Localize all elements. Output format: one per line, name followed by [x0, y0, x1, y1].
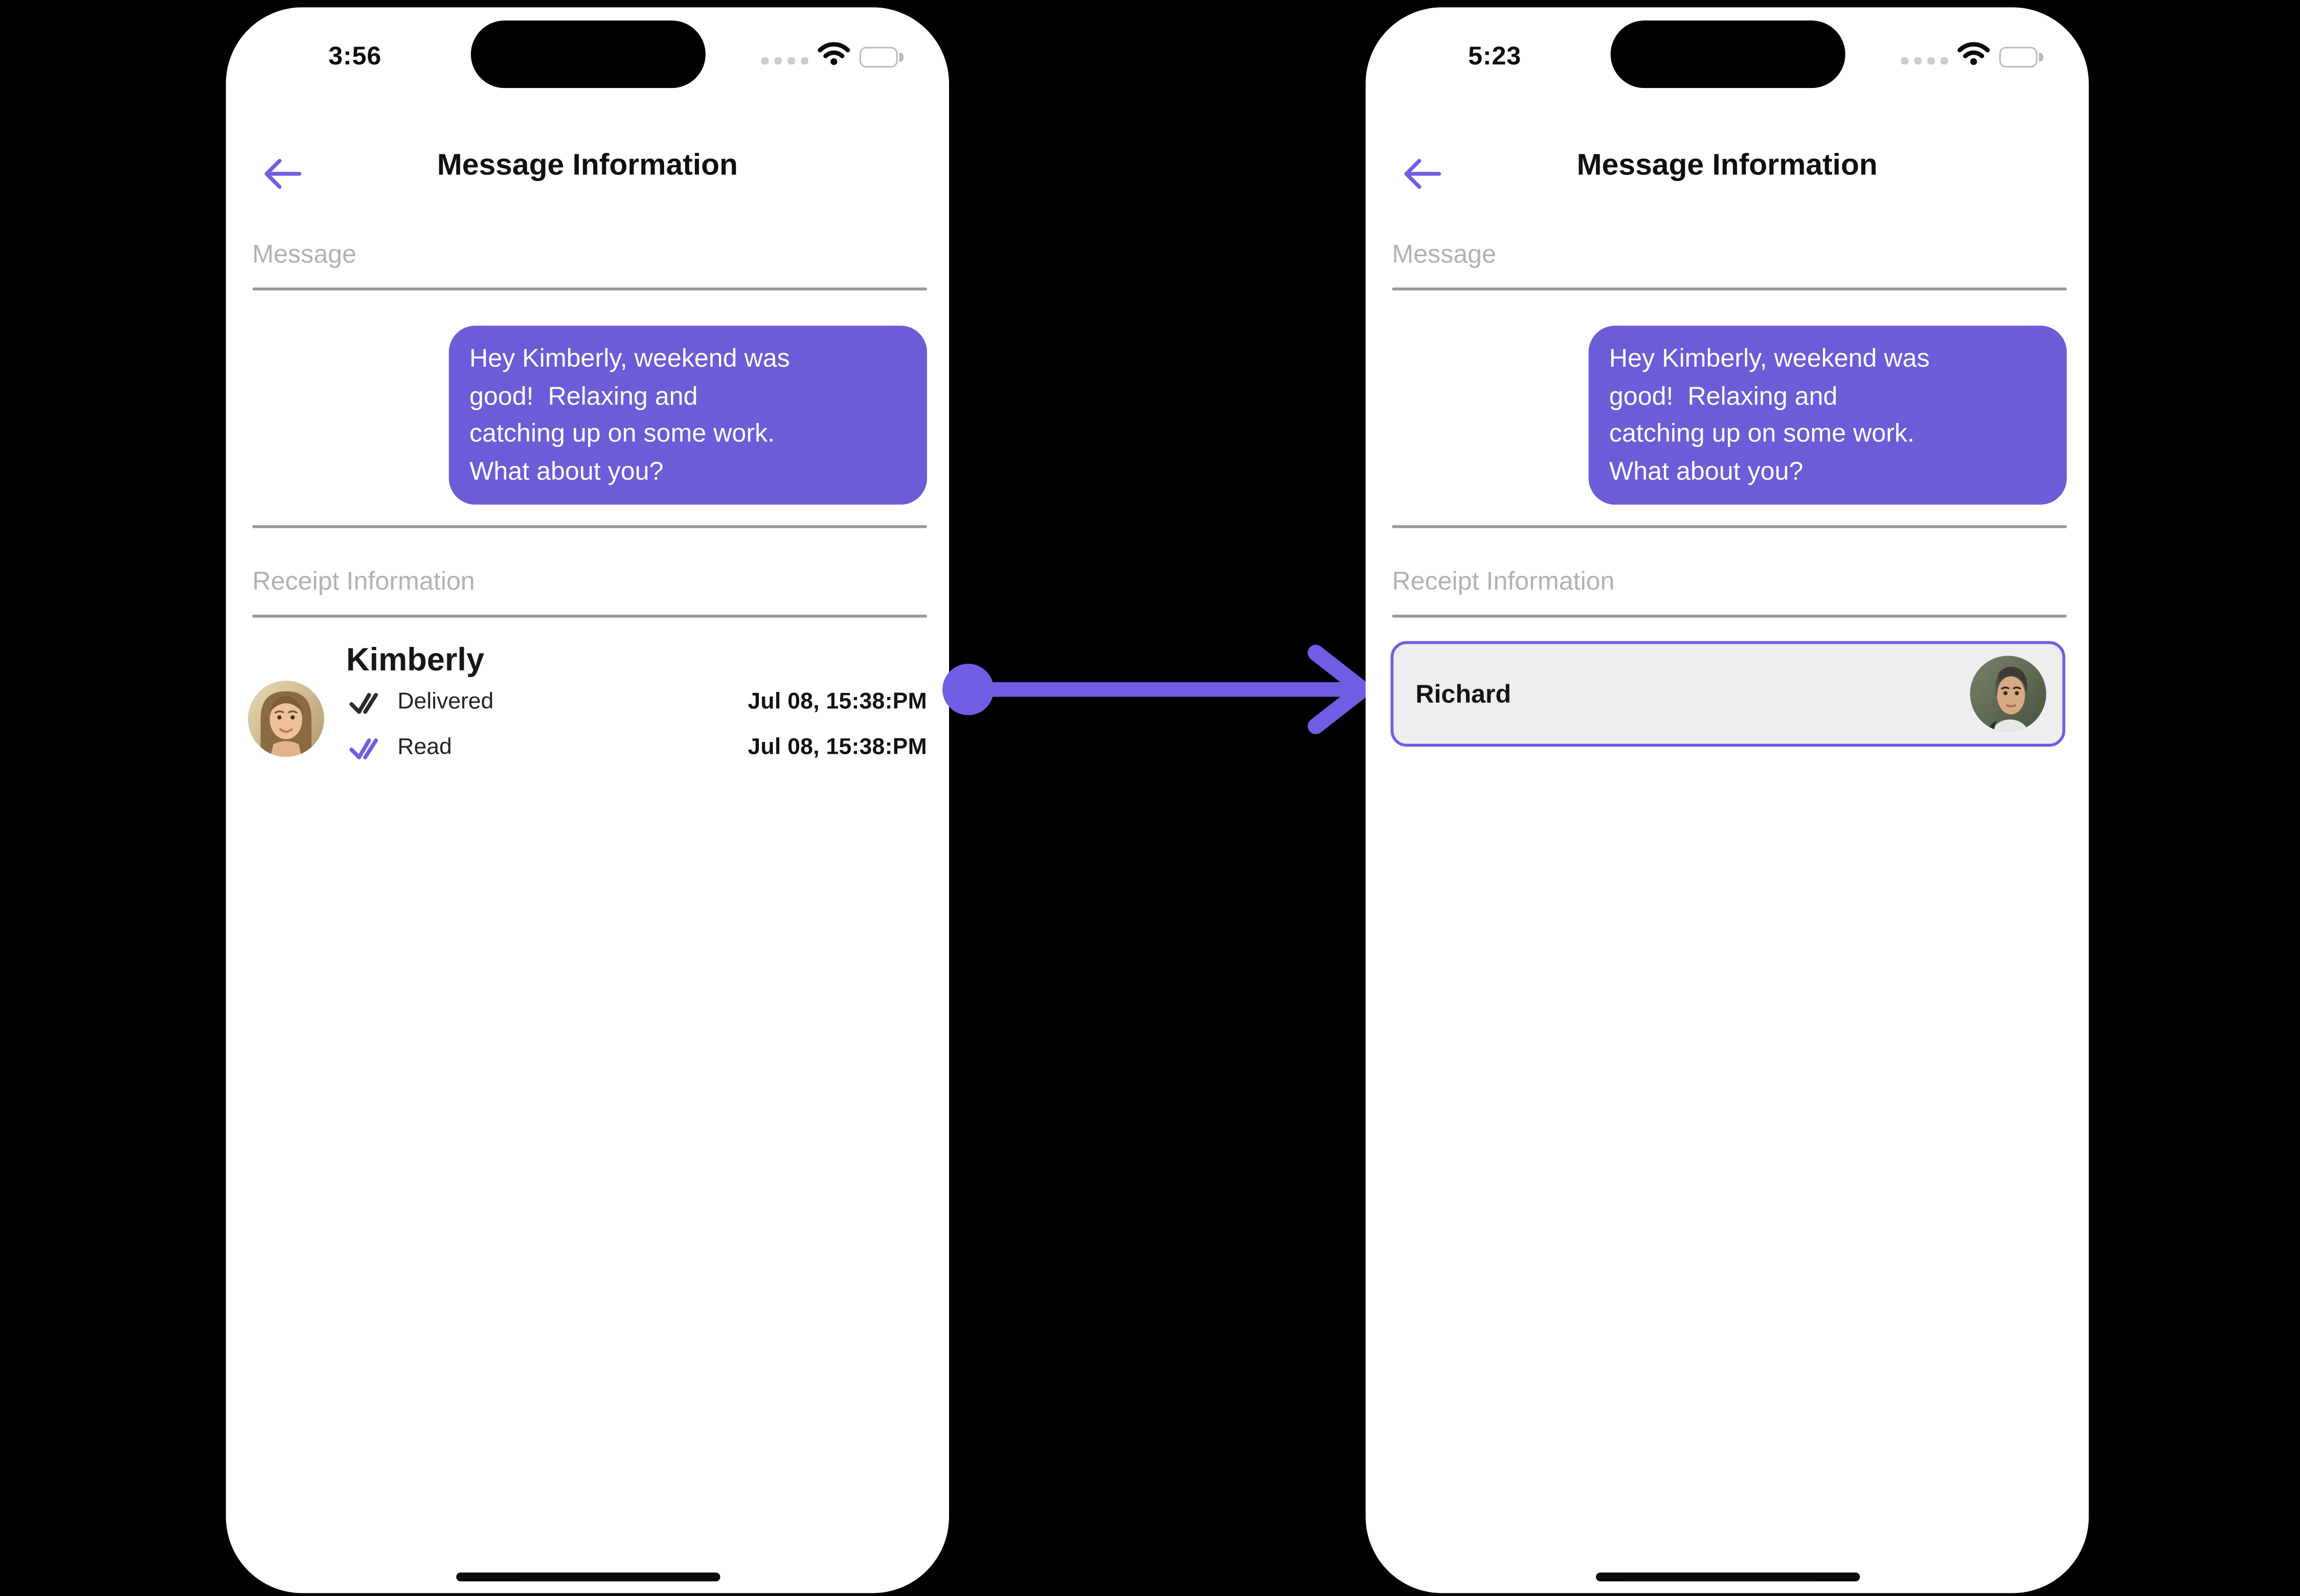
arrow-left-icon: [264, 158, 302, 188]
back-button[interactable]: [1392, 140, 1451, 198]
message-section-label: Message: [252, 239, 357, 268]
home-indicator[interactable]: [1595, 1572, 1859, 1582]
phone-right-frame: 5:23 Message Information: [1365, 7, 2089, 1593]
man-portrait-image: [1970, 656, 2046, 732]
kimberly-avatar: [247, 681, 324, 757]
battery-icon: [1999, 47, 2043, 68]
battery-icon: [860, 47, 904, 68]
read-status-row: Read Jul 08, 15:38:PM: [349, 732, 927, 764]
divider: [252, 525, 927, 528]
page-title: Message Information: [437, 148, 738, 182]
divider: [252, 614, 927, 618]
back-button[interactable]: [252, 140, 311, 198]
divider: [1392, 614, 2067, 618]
contact-name: Kimberly: [346, 641, 485, 678]
nav-header: Message Information: [1366, 137, 2089, 201]
divider: [1392, 287, 2067, 290]
richard-avatar: [1970, 656, 2046, 732]
cellular-signal-dots-icon: [760, 50, 808, 65]
message-section-label: Message: [1392, 239, 1497, 268]
dynamic-island: [470, 20, 705, 88]
recipient-name: Richard: [1415, 678, 1512, 708]
status-time: 5:23: [1468, 41, 1522, 71]
nav-header: Message Information: [226, 137, 949, 201]
divider: [1392, 525, 2067, 528]
recipient-card[interactable]: Richard: [1390, 641, 2066, 747]
cellular-signal-dots-icon: [1900, 50, 1948, 65]
page-title: Message Information: [1576, 148, 1878, 182]
status-label: Read: [397, 735, 452, 760]
home-indicator[interactable]: [455, 1572, 720, 1582]
receipt-section-label: Receipt Information: [1392, 566, 1615, 596]
arrow-left-icon: [1404, 158, 1441, 188]
message-bubble: Hey Kimberly, weekend was good! Relaxing…: [448, 325, 927, 505]
transition-arrow-icon: [942, 644, 1371, 734]
status-timestamp: Jul 08, 15:38:PM: [748, 735, 927, 760]
status-time: 3:56: [328, 41, 382, 71]
divider: [252, 287, 927, 290]
status-label: Delivered: [397, 689, 494, 715]
wifi-icon: [1957, 41, 1991, 73]
dynamic-island: [1610, 20, 1845, 88]
status-icons: [1900, 41, 2043, 73]
status-timestamp: Jul 08, 15:38:PM: [748, 689, 927, 715]
phone-left-frame: 3:56 Message Information: [226, 7, 949, 1593]
status-icons: [760, 41, 904, 73]
delivered-check-icon: [349, 692, 378, 713]
message-bubble: Hey Kimberly, weekend was good! Relaxing…: [1588, 325, 2067, 505]
delivery-status-row: Delivered Jul 08, 15:38:PM: [349, 687, 927, 719]
wifi-icon: [817, 41, 851, 73]
read-check-icon: [349, 737, 378, 759]
receipt-section-label: Receipt Information: [252, 566, 475, 596]
woman-portrait-image: [247, 681, 324, 757]
